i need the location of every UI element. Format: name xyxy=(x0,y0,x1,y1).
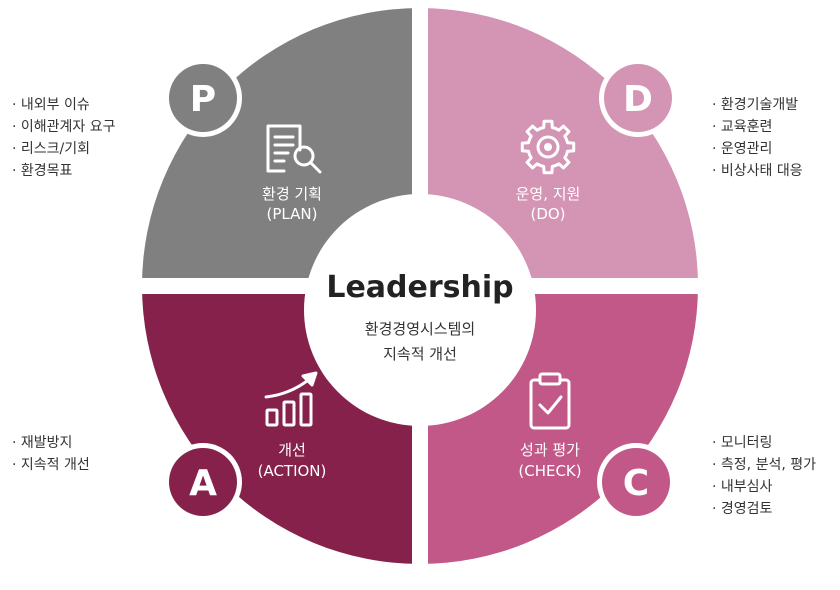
list-item: 교육훈련 xyxy=(712,116,803,138)
do-subtitle: (DO) xyxy=(530,205,565,223)
action-items-list: 재발방지 지속적 개선 xyxy=(12,432,90,476)
list-item: 측정, 분석, 평가 xyxy=(712,454,816,476)
list-item: 환경기술개발 xyxy=(712,94,803,116)
list-item: 내외부 이슈 xyxy=(12,94,116,116)
plan-title: 환경 기획 xyxy=(262,185,322,203)
check-title: 성과 평가 xyxy=(520,441,580,459)
list-item: 재발방지 xyxy=(12,432,90,454)
list-item: 환경목표 xyxy=(12,160,116,182)
badge-plan: P xyxy=(164,59,242,137)
badge-do-letter: D xyxy=(623,79,653,120)
list-item: 운영관리 xyxy=(712,138,803,160)
quadrant-plan xyxy=(142,8,420,286)
badge-do: D xyxy=(599,59,677,137)
growth-chart-icon xyxy=(264,371,318,427)
center-subtitle-line2: 지속적 개선 xyxy=(383,345,457,363)
list-item: 지속적 개선 xyxy=(12,454,90,476)
center-circle xyxy=(304,194,536,426)
list-item: 모니터링 xyxy=(712,432,816,454)
gear-icon xyxy=(520,119,576,175)
center-title: Leadership xyxy=(326,270,513,305)
badge-check: C xyxy=(597,443,675,521)
action-title: 개선 xyxy=(278,441,306,459)
check-subtitle: (CHECK) xyxy=(518,462,581,480)
list-item: 경영검토 xyxy=(712,498,816,520)
do-title: 운영, 지원 xyxy=(516,185,581,203)
clipboard-check-icon xyxy=(529,372,571,430)
badge-plan-letter: P xyxy=(190,79,216,120)
badge-action: A xyxy=(164,443,242,521)
list-item: 비상사태 대응 xyxy=(712,160,803,182)
action-subtitle: (ACTION) xyxy=(258,462,327,480)
badge-action-letter: A xyxy=(189,463,217,504)
list-item: 리스크/기회 xyxy=(12,138,116,160)
list-item: 내부심사 xyxy=(712,476,816,498)
plan-subtitle: (PLAN) xyxy=(267,205,318,223)
do-items-list: 환경기술개발 교육훈련 운영관리 비상사태 대응 xyxy=(712,94,803,182)
check-items-list: 모니터링 측정, 분석, 평가 내부심사 경영검토 xyxy=(712,432,816,520)
list-item: 이해관계자 요구 xyxy=(12,116,116,138)
badge-check-letter: C xyxy=(623,463,649,504)
center-subtitle-line1: 환경경영시스템의 xyxy=(365,320,475,338)
plan-items-list: 내외부 이슈 이해관계자 요구 리스크/기회 환경목표 xyxy=(12,94,116,182)
document-search-icon xyxy=(266,124,322,174)
